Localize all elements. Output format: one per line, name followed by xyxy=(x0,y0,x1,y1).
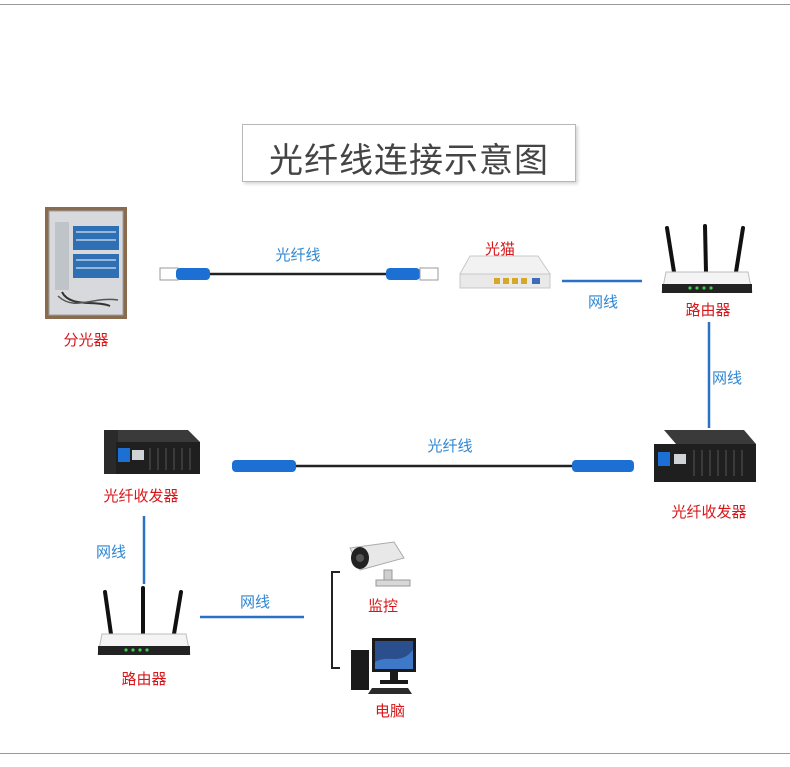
title-box: 光纤线连接示意图 xyxy=(242,124,576,182)
device-bracket xyxy=(331,571,340,669)
label-net-router-devices: 网线 xyxy=(239,593,271,611)
label-fiber-middle: 光纤线 xyxy=(427,437,473,455)
desktop-computer-icon xyxy=(351,638,416,694)
label-splitter: 分光器 xyxy=(63,331,109,349)
label-transceiver-left: 光纤收发器 xyxy=(103,487,179,505)
label-net-router-transceiver: 网线 xyxy=(711,369,743,387)
label-net-transceiver-router: 网线 xyxy=(95,543,127,561)
label-computer: 电脑 xyxy=(374,702,406,720)
media-converter-icon-right xyxy=(654,430,756,482)
label-modem: 光猫 xyxy=(484,240,516,258)
surveillance-camera-icon xyxy=(349,541,411,587)
optical-splitter-icon xyxy=(45,207,127,319)
label-camera: 监控 xyxy=(367,597,399,615)
label-net-modem-router: 网线 xyxy=(587,293,619,311)
top-rule xyxy=(0,4,790,5)
media-converter-icon-left xyxy=(104,430,200,474)
fiber-cable-middle xyxy=(232,460,634,472)
bottom-rule xyxy=(0,753,790,754)
router-icon-top xyxy=(661,224,753,293)
router-icon-bottom xyxy=(97,586,191,655)
optical-modem-icon xyxy=(459,255,551,289)
label-transceiver-right: 光纤收发器 xyxy=(671,503,747,521)
label-fiber-top: 光纤线 xyxy=(275,246,321,264)
fiber-cable-top xyxy=(159,267,439,281)
label-router-bottom: 路由器 xyxy=(121,670,167,688)
label-router-top: 路由器 xyxy=(685,301,731,319)
page-title: 光纤线连接示意图 xyxy=(269,141,549,181)
